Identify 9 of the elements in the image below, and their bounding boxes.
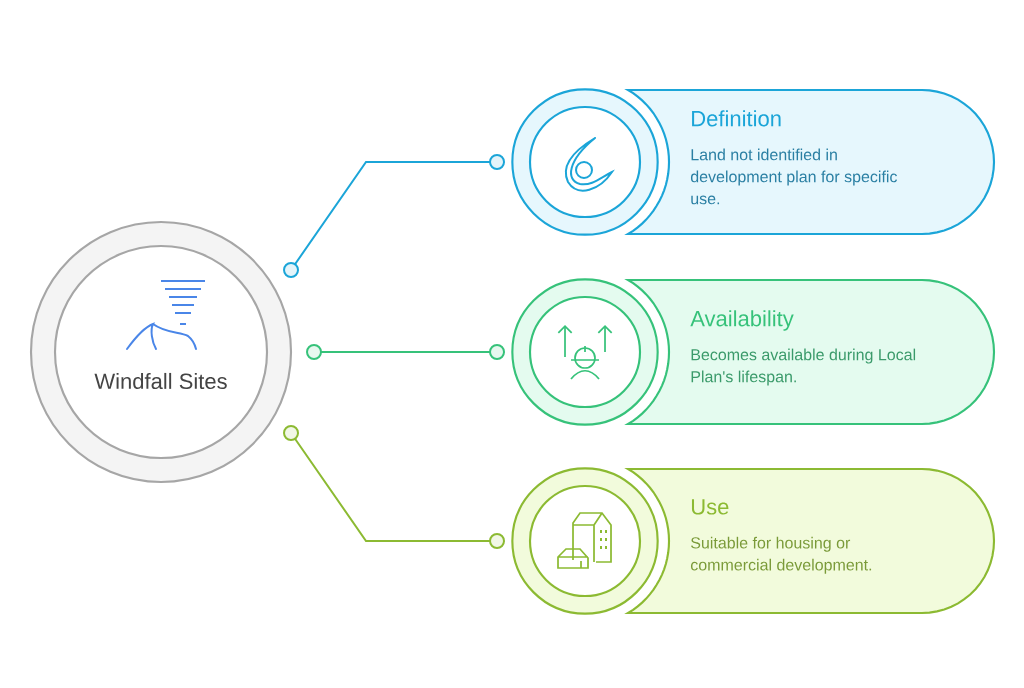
info-card: Use Suitable for housing or commercial development.	[624, 467, 996, 615]
icon-circle	[511, 467, 659, 615]
connector	[306, 344, 505, 360]
connector	[283, 425, 505, 549]
info-card: Definition Land not identified in development plan for specific use.	[624, 88, 996, 236]
icon-circle	[511, 278, 659, 426]
icon-circle	[511, 88, 659, 236]
info-card: Availability Becomes available during Local Plan's lifespan.	[624, 278, 996, 426]
connector	[283, 154, 505, 278]
